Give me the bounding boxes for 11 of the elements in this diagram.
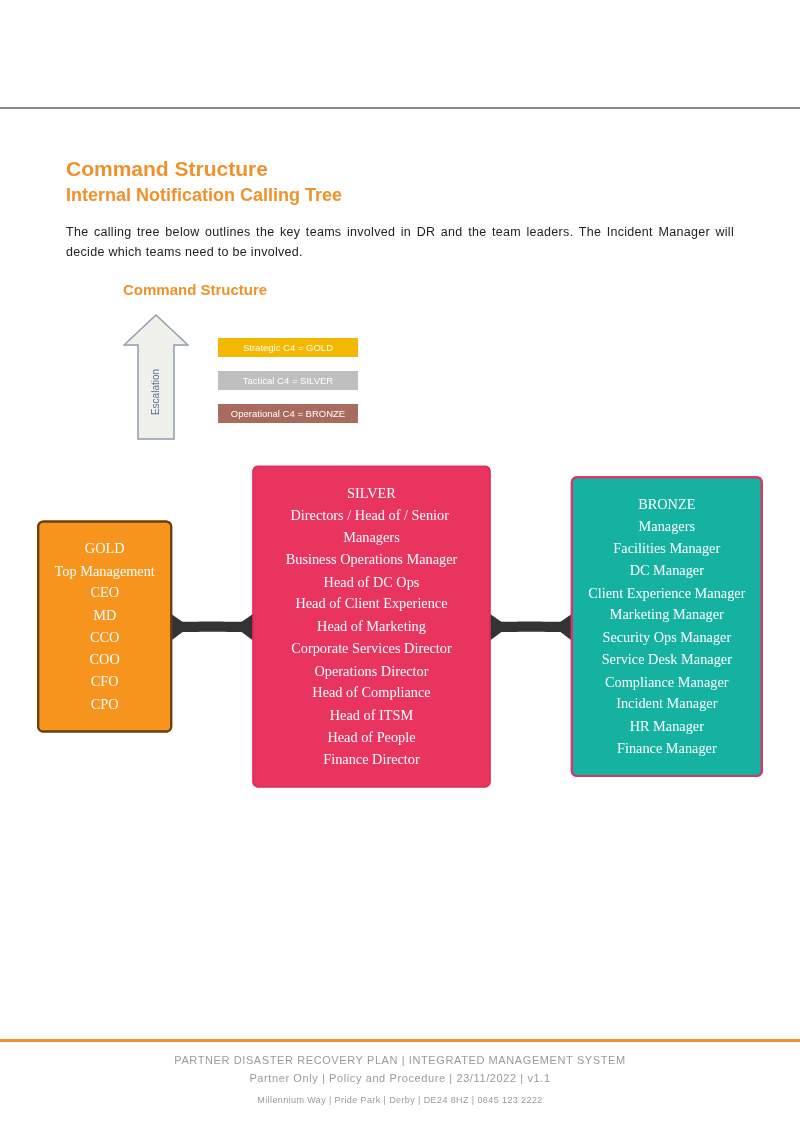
page-title: Command Structure — [66, 156, 268, 182]
intro-paragraph: The calling tree below outlines the key teams involved in DR and the team leaders. The Incident Manager will decide which teams need to be involved. — [66, 224, 734, 261]
footer-text: Partner Only | Policy and Procedure | 23/11/2022 | v1.1 — [249, 1071, 551, 1085]
legend-text: Strategic C4 = GOLD — [243, 341, 333, 354]
subtitle: Internal Notification Calling Tree — [66, 184, 343, 207]
inset-heading: Command Structure — [123, 280, 268, 300]
legend-text: Operational C4 = BRONZE — [230, 407, 346, 420]
footer-text: PARTNER DISASTER RECOVERY PLAN | INTEGRATED MANAGEMENT SYSTEM — [174, 1053, 626, 1067]
legend-text: Tactical C4 = SILVER — [242, 374, 334, 387]
footer-address: Millennium Way | Pride Park | Derby | DE24 8HZ | 0845 123 2222 — [257, 1094, 543, 1106]
arrow-label: Escalation — [150, 368, 162, 416]
